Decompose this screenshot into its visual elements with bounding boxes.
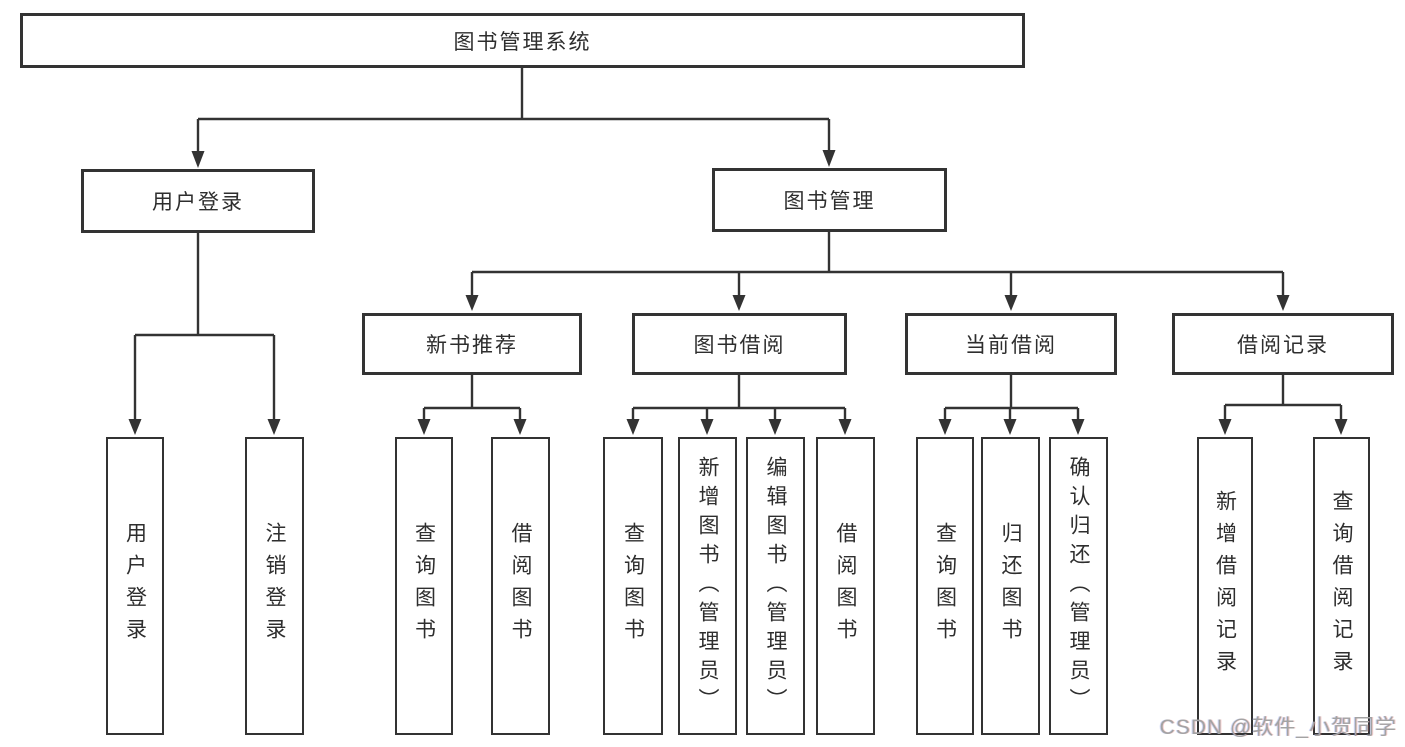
leaf-query-record-label: 查询借阅记录 (1330, 490, 1353, 682)
leaf-edit-book-label: 编辑图书（管理员） (764, 455, 787, 717)
node-user-login-label: 用户登录 (152, 191, 244, 214)
leaf-query-book-3: 查询图书 (916, 437, 974, 735)
leaf-confirm-return: 确认归还（管理员） (1049, 437, 1108, 735)
leaf-confirm-return-label: 确认归还（管理员） (1067, 455, 1090, 717)
connector-book-mgmt (470, 232, 1285, 298)
connector-borrow-records (1223, 375, 1343, 421)
leaf-logout: 注销登录 (245, 437, 304, 735)
node-borrow-records-label: 借阅记录 (1237, 334, 1329, 357)
node-user-login: 用户登录 (81, 169, 315, 233)
leaf-query-book-2-label: 查询图书 (621, 522, 645, 650)
leaf-borrow-book-2-label: 借阅图书 (834, 522, 857, 650)
connector-book-borrow (631, 375, 847, 421)
connector-root (196, 68, 831, 153)
leaf-return-book: 归还图书 (981, 437, 1040, 735)
node-root: 图书管理系统 (20, 13, 1025, 68)
leaf-query-book-1-label: 查询图书 (412, 522, 436, 650)
leaf-borrow-book-1: 借阅图书 (491, 437, 550, 735)
node-root-label: 图书管理系统 (453, 30, 592, 54)
csdn-watermark: CSDN @软件_小贺同学 (1159, 716, 1397, 739)
leaf-add-book-label: 新增图书（管理员） (696, 455, 719, 717)
node-new-book-rec-label: 新书推荐 (426, 334, 518, 357)
connector-new-book-rec (422, 375, 522, 421)
leaf-logout-label: 注销登录 (263, 522, 286, 650)
node-book-mgmt: 图书管理 (712, 168, 947, 232)
leaf-query-book-3-label: 查询图书 (933, 522, 957, 650)
node-book-borrow: 图书借阅 (632, 313, 847, 375)
leaf-add-record: 新增借阅记录 (1197, 437, 1253, 735)
leaf-query-record: 查询借阅记录 (1313, 437, 1370, 735)
node-borrow-records: 借阅记录 (1172, 313, 1394, 375)
connector-user-login (133, 233, 276, 421)
leaf-add-book: 新增图书（管理员） (678, 437, 737, 735)
leaf-borrow-book-2: 借阅图书 (816, 437, 875, 735)
leaf-user-login-label: 用户登录 (123, 522, 147, 650)
leaf-user-login: 用户登录 (106, 437, 164, 735)
node-new-book-rec: 新书推荐 (362, 313, 582, 375)
node-book-borrow-label: 图书借阅 (693, 334, 786, 357)
node-current-borrow: 当前借阅 (905, 313, 1117, 375)
leaf-borrow-book-1-label: 借阅图书 (509, 522, 532, 650)
leaf-query-book-1: 查询图书 (395, 437, 453, 735)
leaf-edit-book: 编辑图书（管理员） (746, 437, 805, 735)
leaf-query-book-2: 查询图书 (603, 437, 663, 735)
leaf-return-book-label: 归还图书 (999, 522, 1022, 650)
leaf-add-record-label: 新增借阅记录 (1213, 490, 1237, 682)
node-book-mgmt-label: 图书管理 (783, 190, 876, 213)
connector-current-borrow (943, 373, 1080, 421)
arrowheads (128, 150, 1348, 435)
node-current-borrow-label: 当前借阅 (965, 334, 1057, 357)
